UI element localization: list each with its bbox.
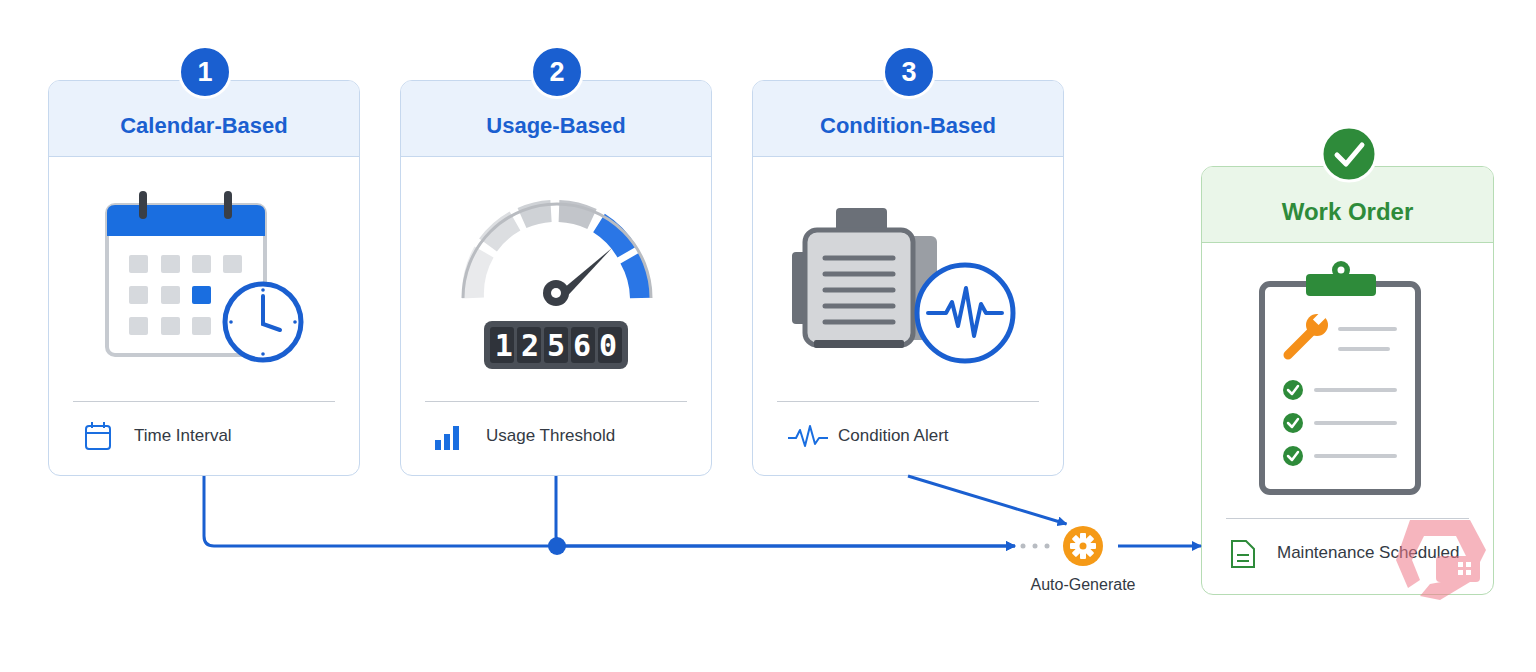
footer-document-icon — [1232, 541, 1254, 567]
flow-connector — [556, 476, 1015, 546]
flow-connector — [908, 476, 1067, 524]
odometer-reading: 12560 — [484, 322, 628, 368]
card-title: Usage-Based — [486, 113, 625, 139]
footer-pulse-icon — [788, 426, 828, 446]
step-number-badge: 2 — [530, 45, 584, 99]
card-title: Calendar-Based — [120, 113, 288, 139]
step-number-badge: 3 — [882, 45, 936, 99]
card-footer-text: Maintenance Scheduled — [1277, 543, 1459, 563]
card-footer-text: Usage Threshold — [486, 426, 615, 446]
odometer-digits: 12560 — [495, 328, 625, 363]
ellipsis-dots — [1021, 544, 1050, 549]
trigger-card: Usage-BasedUsage Threshold2 — [400, 80, 712, 476]
divider-line — [1226, 518, 1469, 519]
wrench — [1288, 311, 1328, 355]
clipboard-icon — [1262, 261, 1418, 492]
card-title: Work Order — [1282, 198, 1414, 226]
footer-bars-icon — [435, 426, 459, 450]
callout-number: 3 — [901, 57, 916, 88]
calendar-icon — [107, 191, 301, 360]
auto-generate-step: Auto-Generate — [1015, 524, 1118, 569]
footer-calendar-icon — [86, 422, 110, 449]
flow-connector — [1118, 545, 1201, 548]
motor-icon — [792, 208, 1013, 361]
gauge-icon — [463, 204, 651, 369]
card-header: Work Order — [1202, 167, 1493, 243]
step-number-badge: 1 — [178, 45, 232, 99]
gear-icon — [1063, 526, 1103, 566]
step-label: Auto-Generate — [1013, 576, 1153, 594]
work-order-card: Work OrderMaintenance Scheduled — [1201, 166, 1494, 595]
check-badge — [1322, 127, 1376, 181]
divider-line — [425, 401, 687, 402]
card-footer-text: Condition Alert — [838, 426, 949, 446]
card-footer-text: Time Interval — [134, 426, 232, 446]
card-title: Condition-Based — [820, 113, 996, 139]
callout-number: 2 — [549, 57, 564, 88]
trigger-card: Calendar-BasedTime Interval1 — [48, 80, 360, 476]
divider-line — [777, 401, 1039, 402]
flow-connector — [204, 476, 1015, 546]
junction-dot — [548, 537, 566, 555]
watermark-logo — [1396, 520, 1486, 600]
divider-line — [73, 401, 335, 402]
trigger-card: Condition-BasedCondition Alert3 — [752, 80, 1064, 476]
callout-number: 1 — [197, 57, 212, 88]
